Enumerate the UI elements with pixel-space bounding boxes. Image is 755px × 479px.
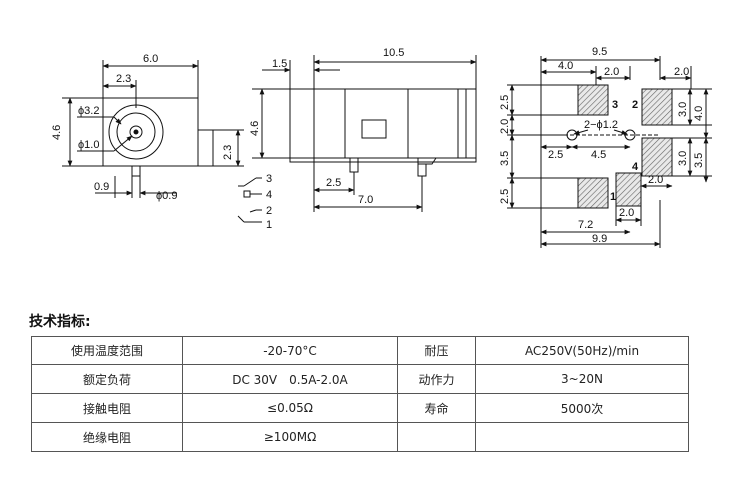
side-height-label: 4.6 (249, 121, 261, 136)
spec-value: -20-70°C (182, 336, 398, 365)
front-view (62, 60, 244, 198)
pad-dim-3-5-left: 3.5 (499, 151, 511, 166)
front-offset-label: 2.3 (116, 73, 131, 85)
front-pin-dia-label: ϕ0.9 (156, 190, 177, 202)
pad-dim-2-0-left: 2.0 (499, 119, 511, 134)
specs-heading: 技术指标: (29, 314, 91, 330)
schematic-pin-2: 2 (266, 205, 272, 217)
pad-dim-9-9: 9.9 (592, 233, 607, 245)
schematic-pin-1: 1 (266, 219, 272, 231)
table-row: 额定负荷 DC 30V 0.5A-2.0A 动作力 3~20N (31, 364, 689, 394)
pad-overall-width-label: 9.5 (592, 46, 607, 58)
spec-label: 额定负荷 (31, 364, 183, 394)
pad-number-2: 2 (632, 99, 638, 111)
spec-label: 寿命 (397, 393, 476, 423)
spec-label: 接触电阻 (31, 393, 183, 423)
pad-dim-3-0-right-bottom: 3.0 (677, 151, 689, 166)
pad-hole-label: 2−ϕ1.2 (584, 119, 618, 131)
pad-dim-2-0-bottom: 2.0 (619, 207, 634, 219)
side-length-label: 10.5 (383, 47, 404, 59)
schematic-pin-3: 3 (266, 173, 272, 185)
pad-hole-span-label: 4.5 (591, 149, 606, 161)
pad-dim-3-5-right: 3.5 (693, 153, 705, 168)
side-front-label: 1.5 (272, 58, 287, 70)
pad-dim-7-2: 7.2 (578, 219, 593, 231)
front-inner-dia-label: ϕ1.0 (78, 139, 99, 151)
pad-number-4: 4 (632, 161, 639, 173)
spec-label: 绝缘电阻 (31, 422, 183, 452)
table-row: 绝缘电阻 ≥100MΩ (31, 422, 689, 452)
pad-dim-4-0-right: 4.0 (693, 106, 705, 121)
side-pin-offset-label: 2.5 (326, 177, 341, 189)
pad-number-3: 3 (612, 99, 618, 111)
pad-dim-2-0-pad: 2.0 (648, 174, 663, 186)
spec-label: 耐压 (397, 336, 476, 365)
side-pin-span-label: 7.0 (358, 194, 373, 206)
spec-value: AC250V(50Hz)/min (475, 336, 689, 365)
pad-dim-3-0-right-top: 3.0 (677, 102, 689, 117)
spec-value (475, 422, 689, 452)
front-outer-dia-label: ϕ3.2 (78, 105, 99, 117)
pad-dim-2-5-bottom: 2.5 (499, 189, 511, 204)
table-row: 接触电阻 ≤0.05Ω 寿命 5000次 (31, 393, 689, 423)
schematic-pin-4: 4 (266, 189, 272, 201)
pad-layout (507, 56, 712, 248)
pad-number-1: 1 (610, 191, 616, 203)
spec-value: ≤0.05Ω (182, 393, 398, 423)
pad-dim-2-0-right: 2.0 (674, 66, 689, 78)
pad-dim-2-0-top: 2.0 (604, 66, 619, 78)
spec-label (397, 422, 476, 452)
schematic-symbol (237, 177, 262, 223)
spec-label: 动作力 (397, 364, 476, 394)
front-pin-offset-label: 0.9 (94, 181, 109, 193)
table-row: 使用温度范围 -20-70°C 耐压 AC250V(50Hz)/min (31, 336, 689, 365)
side-view (252, 55, 477, 212)
technical-drawing: 6.0 2.3 ϕ3.2 ϕ1.0 4.6 2.3 0.9 ϕ0.9 (51, 46, 712, 248)
pad-dim-4-0: 4.0 (558, 60, 573, 72)
spec-value: 3~20N (475, 364, 689, 394)
pad-hole-x-label: 2.5 (548, 149, 563, 161)
specs-table: 使用温度范围 -20-70°C 耐压 AC250V(50Hz)/min 额定负荷… (31, 336, 689, 452)
front-pin-height-label: 2.3 (222, 145, 234, 160)
pad-dim-2-5-top: 2.5 (499, 95, 511, 110)
spec-label: 使用温度范围 (31, 336, 183, 365)
front-height-label: 4.6 (51, 125, 63, 140)
spec-value: DC 30V 0.5A-2.0A (182, 364, 398, 394)
spec-value: 5000次 (475, 393, 689, 423)
spec-value: ≥100MΩ (182, 422, 398, 452)
front-width-label: 6.0 (143, 53, 158, 65)
